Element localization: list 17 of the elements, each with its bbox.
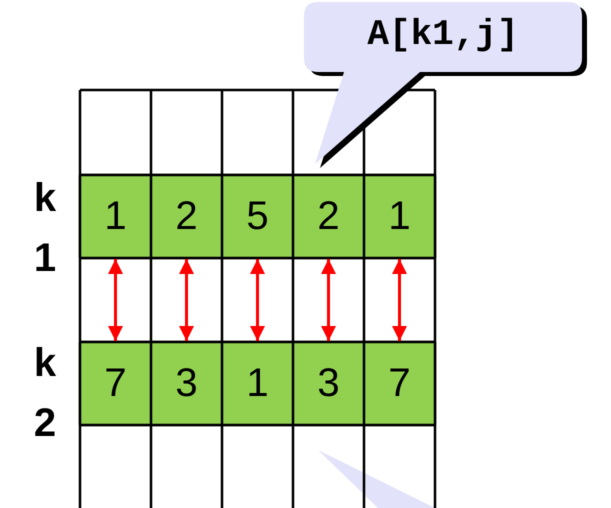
array-cell: 1: [364, 175, 435, 258]
double-arrow: [108, 259, 123, 341]
double-arrow: [250, 259, 265, 341]
array-cell: 7: [364, 342, 435, 425]
array-cell: 3: [293, 342, 364, 425]
double-arrow: [392, 259, 407, 341]
array-cell: 1: [222, 342, 293, 425]
array-cell: 2: [151, 175, 222, 258]
row-label: k1: [32, 175, 58, 282]
array-cell: 5: [222, 175, 293, 258]
array-cell: 1: [80, 175, 151, 258]
double-arrow: [321, 259, 336, 341]
array-cell: 3: [151, 342, 222, 425]
array-cell: 7: [80, 342, 151, 425]
array-cell: 2: [293, 175, 364, 258]
double-arrow: [179, 259, 194, 341]
row-label: k2: [32, 340, 58, 447]
